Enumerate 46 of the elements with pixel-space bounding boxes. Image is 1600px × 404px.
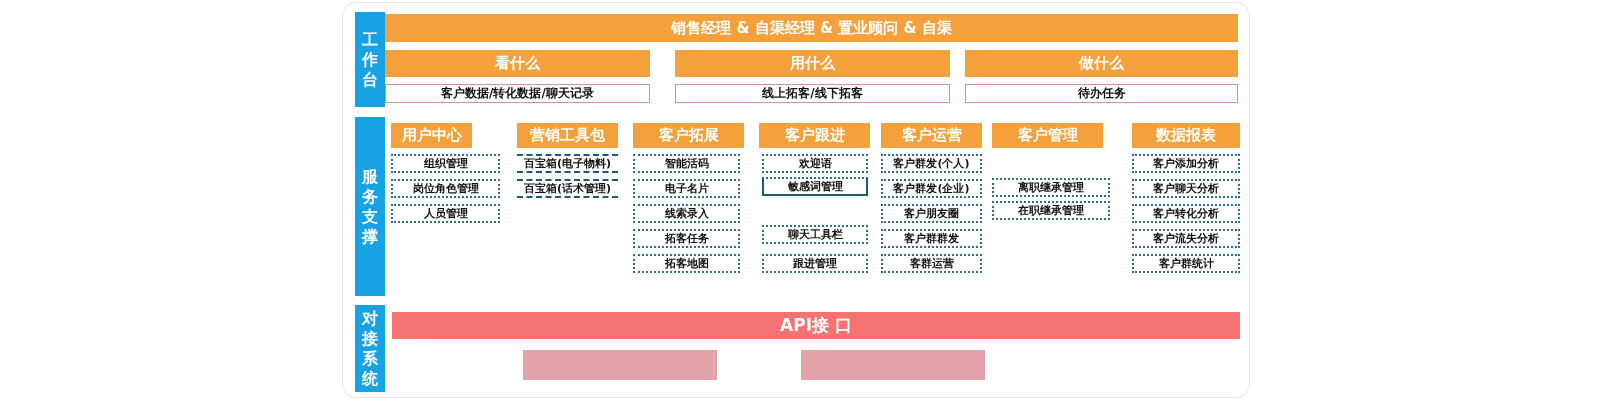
- feature-box: 聊天工具栏: [762, 225, 868, 244]
- feature-box: 客户转化分析: [1132, 204, 1240, 223]
- header-bar: 数据报表: [1132, 123, 1240, 148]
- feature-box: 客户流失分析: [1132, 229, 1240, 248]
- feature-box: 客户群发(个人): [881, 154, 982, 173]
- feature-box: 电子名片: [633, 179, 740, 198]
- feature-box: 岗位角色管理: [391, 179, 500, 198]
- feature-box: 在职继承管理: [992, 201, 1110, 220]
- header-bar: 用什么: [675, 50, 950, 77]
- header-bar: 销售经理 & 自渠经理 & 置业顾问 & 自渠: [385, 14, 1238, 42]
- feature-box: 跟进管理: [762, 254, 868, 273]
- feature-box: 人员管理: [391, 204, 500, 223]
- system-box: [523, 350, 717, 380]
- feature-box: 百宝箱(话术管理): [517, 179, 618, 198]
- feature-box: 百宝箱(电子物料): [517, 154, 618, 173]
- interface-bar: API接 口: [392, 312, 1240, 339]
- system-box: [801, 350, 985, 380]
- content-box: 线上拓客/线下拓客: [675, 84, 950, 103]
- header-bar: 客户管理: [992, 123, 1103, 148]
- feature-box: 拓客任务: [633, 229, 740, 248]
- header-bar: 客户跟进: [759, 123, 870, 148]
- feature-box: 客户添加分析: [1132, 154, 1240, 173]
- content-box: 客户数据/转化数据/聊天记录: [385, 84, 650, 103]
- feature-box: 客户朋友圈: [881, 204, 982, 223]
- feature-box: 敏感词管理: [762, 177, 868, 196]
- header-bar: 营销工具包: [517, 123, 618, 148]
- feature-box: 客户群统计: [1132, 254, 1240, 273]
- feature-box: 线索录入: [633, 204, 740, 223]
- header-bar: 做什么: [965, 50, 1238, 77]
- section-label: 服务支撑: [355, 117, 385, 296]
- header-bar: 用户中心: [391, 123, 472, 148]
- content-box: 待办任务: [965, 84, 1238, 103]
- header-bar: 看什么: [385, 50, 650, 77]
- section-label: 对接系统: [355, 305, 385, 392]
- feature-box: 组织管理: [391, 154, 500, 173]
- feature-box: 客户群群发: [881, 229, 982, 248]
- section-label: 工作台: [355, 12, 385, 107]
- header-bar: 客户拓展: [633, 123, 744, 148]
- feature-box: 客户聊天分析: [1132, 179, 1240, 198]
- header-bar: 客户运营: [881, 123, 982, 148]
- feature-box: 智能活码: [633, 154, 740, 173]
- feature-box: 离职继承管理: [992, 178, 1110, 197]
- feature-box: 欢迎语: [762, 154, 868, 173]
- feature-box: 客户群发(企业): [881, 179, 982, 198]
- feature-box: 客群运营: [881, 254, 982, 273]
- feature-box: 拓客地图: [633, 254, 740, 273]
